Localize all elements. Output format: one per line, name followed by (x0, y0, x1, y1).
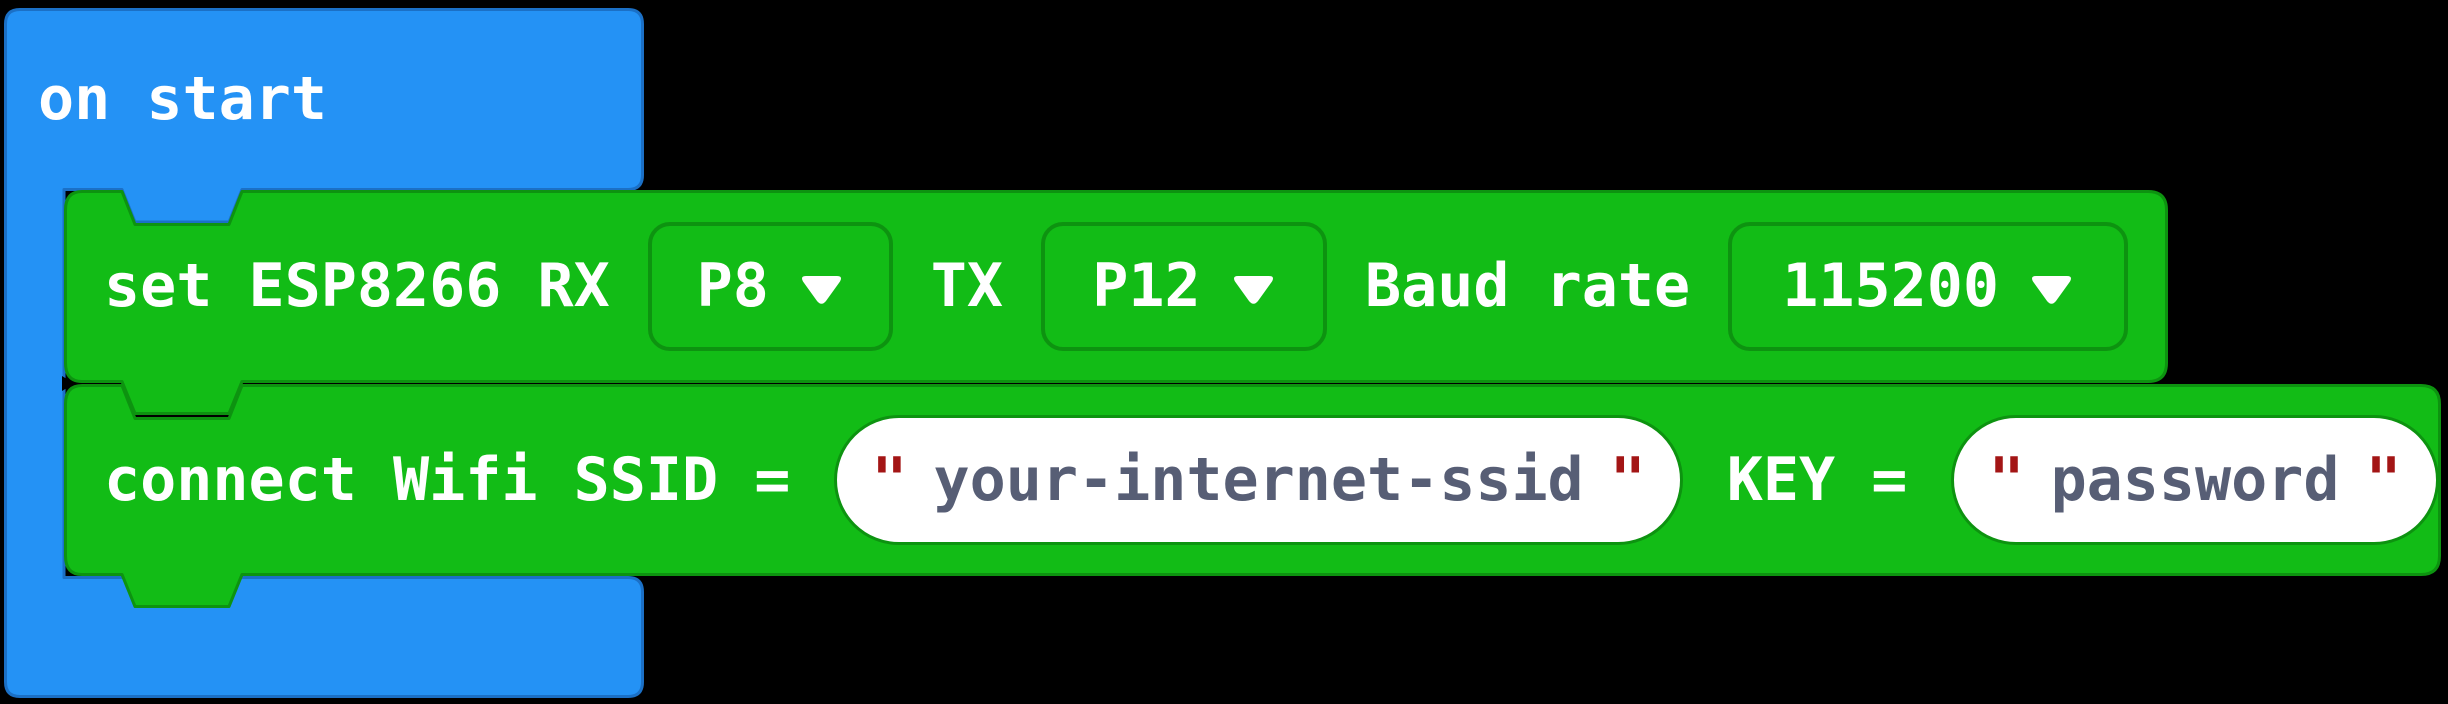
ssid-value: your-internet-ssid (933, 444, 1584, 515)
open-quote: " (1988, 444, 2025, 515)
baud-rate-label: Baud rate (1364, 251, 1691, 321)
dropdown-arrow-icon (2031, 276, 2071, 304)
set-esp8266-label: set ESP8266 RX (104, 251, 610, 321)
set-esp8266-block[interactable] (64, 190, 2168, 422)
connect-wifi-row: connect Wifi SSID = "your-internet-ssid"… (64, 384, 2441, 575)
key-input[interactable]: " password " (1951, 414, 2439, 545)
key-label: KEY = (1726, 444, 1908, 515)
dropdown-arrow-icon (801, 276, 841, 304)
tx-pin-value: P12 (1092, 251, 1201, 321)
baud-rate-value: 115200 (1782, 251, 1999, 321)
tx-label: TX (930, 251, 1003, 321)
baud-rate-dropdown[interactable]: 115200 (1728, 221, 2129, 351)
set-esp8266-row: set ESP8266 RX P8 TX P12 Baud rate 11520… (64, 190, 2168, 382)
open-quote: " (871, 444, 908, 515)
close-quote: " (2365, 444, 2402, 515)
rx-pin-dropdown[interactable]: P8 (647, 221, 893, 351)
tx-pin-dropdown[interactable]: P12 (1040, 221, 1327, 351)
connect-wifi-ssid-label: connect Wifi SSID = (104, 444, 791, 515)
rx-pin-value: P8 (696, 251, 769, 321)
close-quote: " (1609, 444, 1646, 515)
ssid-input[interactable]: " your-internet-ssid " (834, 414, 1683, 545)
dropdown-arrow-icon (1233, 276, 1273, 304)
key-value: password (2050, 444, 2340, 515)
